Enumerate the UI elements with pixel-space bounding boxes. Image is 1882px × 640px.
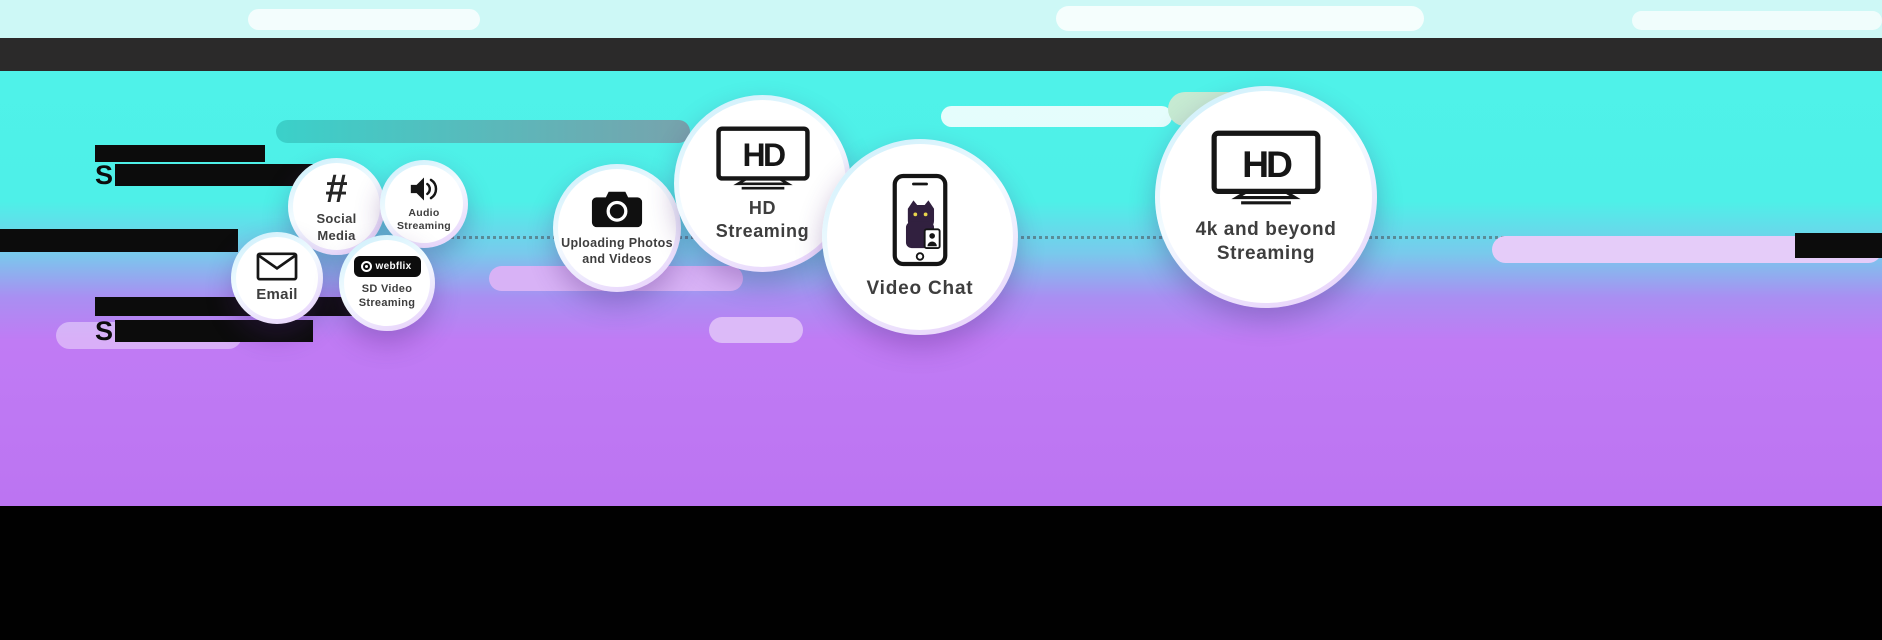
- redacted-text-bar: [115, 164, 353, 186]
- redacted-text-bar: [115, 320, 314, 342]
- bubble-label: Streaming: [715, 220, 810, 241]
- bubble-label: and Videos: [582, 251, 652, 266]
- webflix-badge-text: webflix: [375, 260, 412, 272]
- redacted-text-bar: [0, 229, 238, 252]
- speed-pill: [1056, 6, 1424, 31]
- bubble-label: Video Chat: [866, 278, 974, 300]
- bubble-label: Social: [316, 211, 357, 227]
- redacted-text-bar: [1795, 233, 1882, 258]
- speed-pill: [1632, 11, 1882, 30]
- heading-visible-letter: S: [95, 159, 114, 190]
- bubble-email: Email: [231, 232, 323, 324]
- footer-black-band: [0, 506, 1882, 640]
- redacted-text-bar: [95, 145, 265, 162]
- redacted-heading: S: [95, 159, 353, 190]
- bubble-social-media: # Social Media: [288, 158, 385, 255]
- bubble-4k-streaming: HD 4k and beyond Streaming: [1155, 86, 1377, 308]
- speed-pill-purple: [709, 317, 803, 343]
- dotted-divider: [420, 236, 1792, 239]
- hd-tv-icon: HD: [715, 125, 811, 191]
- bubble-label: Media: [317, 227, 356, 243]
- bubble-label: HD: [748, 198, 777, 218]
- header-dark-bar: [0, 38, 1882, 71]
- webflix-logo-icon: [360, 260, 372, 272]
- bubble-label: Audio: [408, 206, 440, 219]
- video-call-phone-icon: [891, 173, 949, 267]
- speed-pill: [248, 9, 480, 30]
- bubble-audio-streaming: Audio Streaming: [380, 160, 468, 248]
- camera-icon: [591, 189, 643, 228]
- webflix-badge-icon: webflix: [353, 255, 421, 277]
- bubble-label: Email: [256, 285, 298, 303]
- bubble-label: Streaming: [1216, 242, 1316, 264]
- bubble-label: Streaming: [358, 296, 416, 309]
- bubble-uploading-photos-videos: Uploading Photos and Videos: [553, 164, 681, 292]
- bubble-sd-video-streaming: webflix SD Video Streaming: [339, 235, 435, 331]
- bubble-label: Streaming: [396, 220, 452, 232]
- bubble-hd-streaming: HD HD Streaming: [674, 95, 851, 272]
- bubble-label: SD Video: [361, 282, 413, 295]
- speed-pill-teal: [276, 120, 690, 143]
- bubble-video-chat: Video Chat: [822, 139, 1018, 335]
- redacted-subheading: S: [95, 315, 314, 346]
- subheading-visible-letter: S: [95, 315, 114, 346]
- speed-pill-white: [941, 106, 1172, 127]
- hd-logo-text: HD: [742, 137, 784, 173]
- bubble-label: 4k and beyond: [1195, 218, 1337, 240]
- envelope-icon: [256, 252, 298, 281]
- hd-tv-icon: HD: [1210, 129, 1322, 206]
- bubble-label: Uploading Photos: [561, 235, 673, 250]
- hd-logo-text: HD: [1242, 143, 1292, 185]
- hashtag-icon: #: [325, 167, 348, 212]
- speaker-icon: [408, 175, 440, 203]
